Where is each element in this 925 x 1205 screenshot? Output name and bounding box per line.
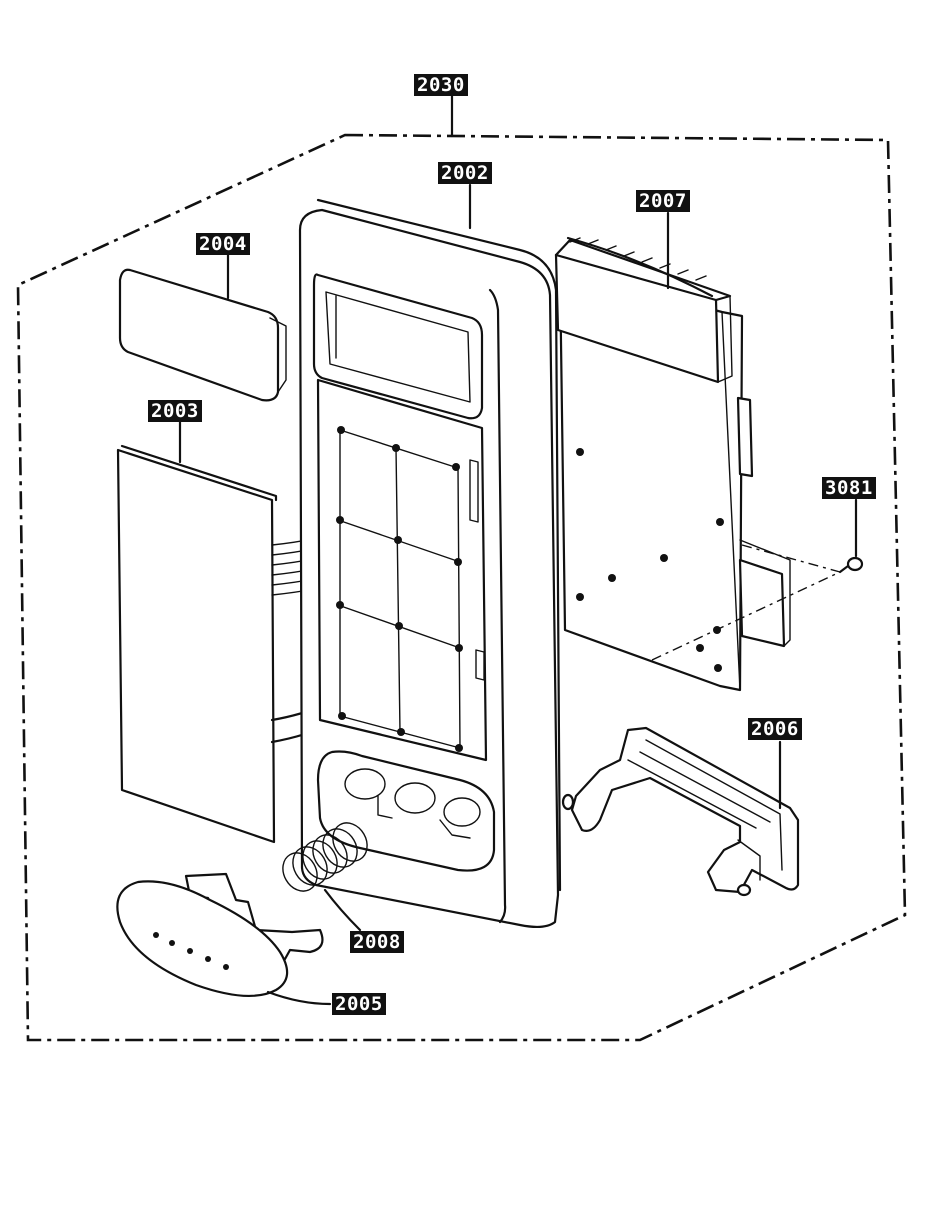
display-window-part	[118, 253, 287, 402]
assembly-boundary	[16, 133, 907, 1042]
push-button-label: 2005	[332, 993, 386, 1015]
pcb-assembly-part	[554, 211, 841, 692]
front-frame-label: 2002	[438, 162, 492, 184]
pcb-assembly-label: 2007	[636, 190, 690, 212]
spring-label: 2008	[350, 931, 404, 953]
push-button-part	[116, 872, 332, 1006]
screw-part	[838, 498, 864, 574]
screw-label: 3081	[822, 477, 876, 499]
assembly-label: 2030	[414, 74, 468, 96]
latch-lever-label: 2006	[748, 718, 802, 740]
display-window-label: 2004	[196, 233, 250, 255]
latch-lever-part	[561, 726, 800, 897]
spring-part	[282, 822, 368, 932]
control-panel-sheet-label: 2003	[148, 400, 202, 422]
front-frame-part	[298, 183, 562, 929]
